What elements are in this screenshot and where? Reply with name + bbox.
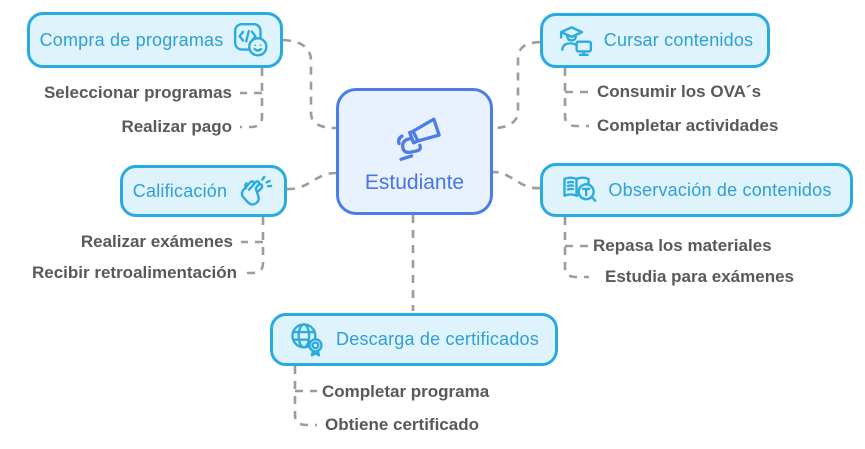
subnode-completar-programa[interactable]: Completar programa bbox=[322, 382, 490, 401]
book-search-icon bbox=[561, 171, 599, 209]
connector-observacion bbox=[492, 170, 541, 190]
connector-cursar bbox=[492, 40, 541, 130]
megaphone-icon bbox=[386, 109, 444, 167]
connector-compra bbox=[282, 38, 337, 130]
subnode-realizar-pago[interactable]: Realizar pago bbox=[121, 117, 232, 136]
clapping-hands-icon bbox=[236, 172, 274, 210]
node-calificacion-label: Calificación bbox=[132, 180, 228, 201]
node-estudiante[interactable]: Estudiante bbox=[336, 88, 493, 215]
subnode-recibir-retroalimentacion[interactable]: Recibir retroalimentación bbox=[31, 263, 237, 282]
subnode-consumir-los-ovas[interactable]: Consumir los OVA´s bbox=[597, 82, 762, 101]
subnode-estudia-para-examenes[interactable]: Estudia para exámenes bbox=[605, 267, 794, 286]
node-descarga-label: Descarga de certificados bbox=[336, 329, 539, 349]
subnode-obtiene-certificado[interactable]: Obtiene certificado bbox=[325, 415, 479, 434]
node-cursar-label: Cursar contenidos bbox=[603, 30, 754, 50]
node-observacion-de-contenidos[interactable]: Observación de contenidos bbox=[540, 163, 853, 217]
connector-calificacion-children bbox=[241, 217, 265, 275]
node-compra-label: Compra de programas bbox=[39, 29, 224, 50]
subnode-completar-actividades[interactable]: Completar actividades bbox=[597, 116, 779, 135]
subnode-repasa-los-materiales[interactable]: Repasa los materiales bbox=[593, 236, 772, 255]
node-compra-de-programas[interactable]: Compra de programas bbox=[27, 12, 283, 68]
code-smiley-icon bbox=[232, 21, 270, 59]
globe-certificate-icon bbox=[289, 321, 327, 359]
connector-compra-children bbox=[240, 68, 264, 129]
connector-cursar-children bbox=[563, 68, 589, 128]
connector-observacion-children bbox=[563, 217, 589, 279]
connector-calificacion bbox=[286, 171, 337, 191]
connector-descarga-children bbox=[293, 366, 317, 427]
node-estudiante-label: Estudiante bbox=[364, 170, 465, 194]
node-calificacion[interactable]: Calificación bbox=[120, 165, 287, 217]
node-cursar-contenidos[interactable]: Cursar contenidos bbox=[540, 13, 770, 68]
subnode-seleccionar-programas[interactable]: Seleccionar programas bbox=[43, 83, 232, 102]
node-observacion-label: Observación de contenidos bbox=[608, 179, 832, 200]
graduate-monitor-icon bbox=[557, 22, 595, 60]
subnode-realizar-examenes[interactable]: Realizar exámenes bbox=[80, 232, 233, 251]
node-descarga-de-certificados[interactable]: Descarga de certificados bbox=[270, 313, 558, 366]
